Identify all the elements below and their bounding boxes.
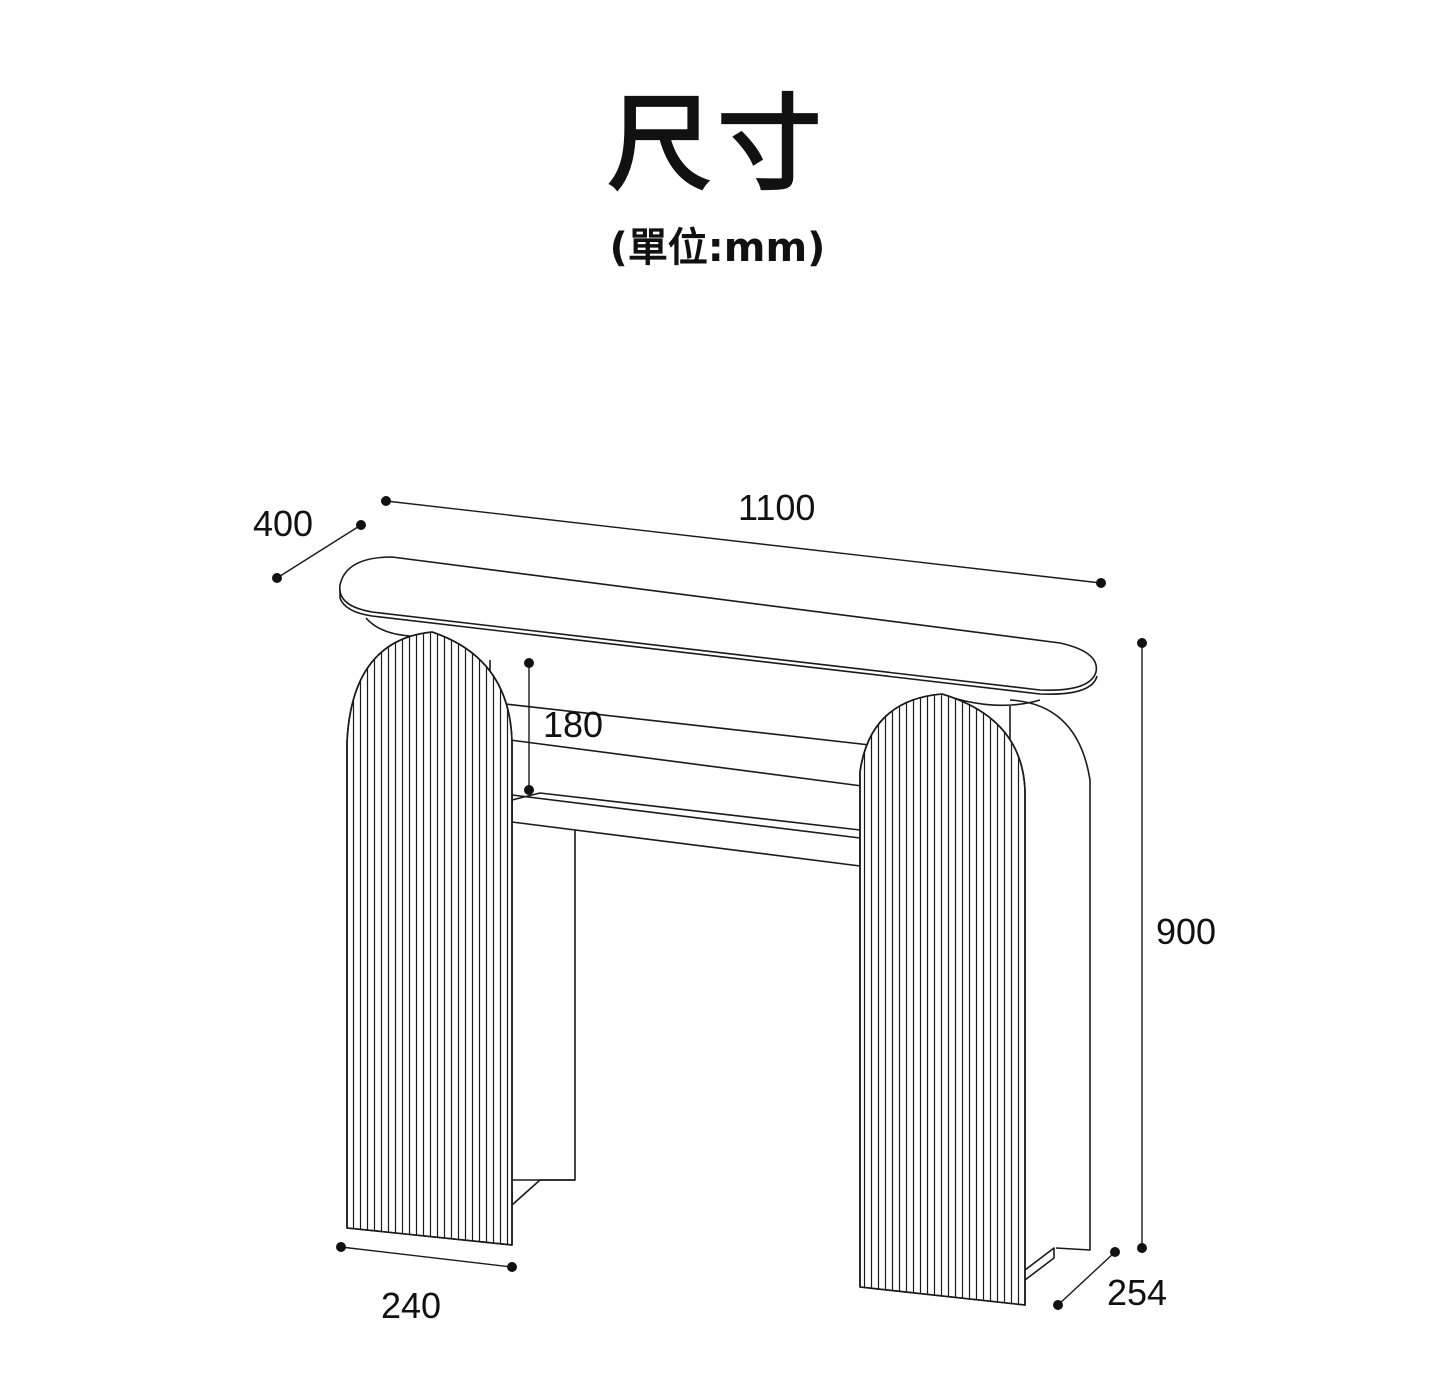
upper-apron [469, 656, 871, 746]
dim-254 [1053, 1247, 1120, 1310]
dim-900 [1137, 638, 1147, 1253]
label-width: 1100 [738, 487, 815, 528]
lower-shelf [511, 794, 861, 867]
dim-240 [336, 1242, 517, 1272]
unit-subtitle: (單位:mm) [609, 225, 826, 271]
left-base-plate [511, 1179, 575, 1206]
tabletop [339, 556, 1098, 691]
dimension-lines [272, 496, 1147, 1310]
dim-400 [272, 520, 366, 583]
label-height: 900 [1156, 911, 1216, 952]
right-base-plate [1024, 1247, 1055, 1281]
dim-180 [524, 658, 534, 795]
label-leg-width: 240 [381, 1285, 441, 1326]
table-drawing [339, 556, 1098, 1306]
label-shelf-gap: 180 [543, 704, 603, 745]
label-depth-top: 400 [253, 503, 313, 544]
dim-1100 [381, 496, 1106, 588]
label-base-depth: 254 [1107, 1272, 1167, 1313]
page-title: 尺寸 [607, 83, 828, 205]
back-left-leg [507, 750, 576, 1181]
